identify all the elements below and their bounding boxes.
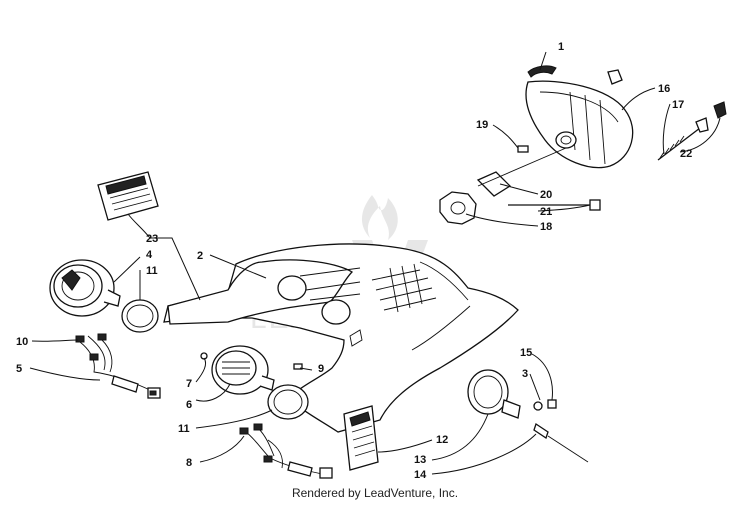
callout-6: 6 [186, 399, 192, 411]
callout-18: 18 [540, 221, 552, 233]
callout-1: 1 [558, 41, 564, 53]
spring-clip [713, 101, 727, 119]
auxiliary-light [467, 369, 589, 463]
callout-11-upper: 11 [146, 265, 158, 277]
callout-20: 20 [540, 189, 552, 201]
bulb-socket [555, 131, 577, 149]
decal-12 [343, 405, 379, 471]
headlight-assembly [439, 65, 727, 225]
callout-7: 7 [186, 378, 192, 390]
switch-part [476, 171, 512, 197]
screw-part [517, 145, 529, 153]
adjuster-screw [657, 127, 701, 161]
callout-3: 3 [522, 368, 528, 380]
callout-10: 10 [16, 336, 28, 348]
callout-17: 17 [672, 99, 684, 111]
callout-23: 23 [146, 233, 158, 245]
callout-labels: 1 2 3 4 5 6 7 8 9 10 11 11 12 13 14 15 1… [16, 41, 692, 481]
callout-19: 19 [476, 119, 488, 131]
leader-lines [29, 51, 721, 475]
callout-13: 13 [414, 454, 426, 466]
callout-15: 15 [520, 347, 532, 359]
callout-16: 16 [658, 83, 670, 95]
wire-harness-upper [75, 333, 161, 399]
callout-4: 4 [146, 249, 153, 261]
callout-22: 22 [680, 148, 692, 160]
callout-21: 21 [540, 206, 552, 218]
callout-11-lower: 11 [178, 423, 190, 435]
headlight-housing [525, 80, 634, 169]
dash-panel [167, 259, 354, 325]
wire-harness-lower [239, 423, 333, 479]
tachometer-gauge [200, 345, 309, 420]
callout-12: 12 [436, 434, 448, 446]
clip-part [527, 65, 557, 78]
gauge-opening-left [277, 275, 307, 301]
callout-2: 2 [197, 250, 203, 262]
decal-23 [97, 171, 159, 221]
callout-9: 9 [318, 363, 324, 375]
callout-14: 14 [414, 469, 427, 481]
gauge-opening-right [321, 299, 351, 325]
flame-logo-icon [361, 195, 398, 240]
callout-8: 8 [186, 457, 192, 469]
callout-5: 5 [16, 363, 22, 375]
speedometer-gauge [49, 259, 159, 333]
knob-part [439, 191, 477, 225]
dashboard-body [163, 243, 519, 433]
render-credit: Rendered by LeadVenture, Inc. [291, 486, 459, 500]
